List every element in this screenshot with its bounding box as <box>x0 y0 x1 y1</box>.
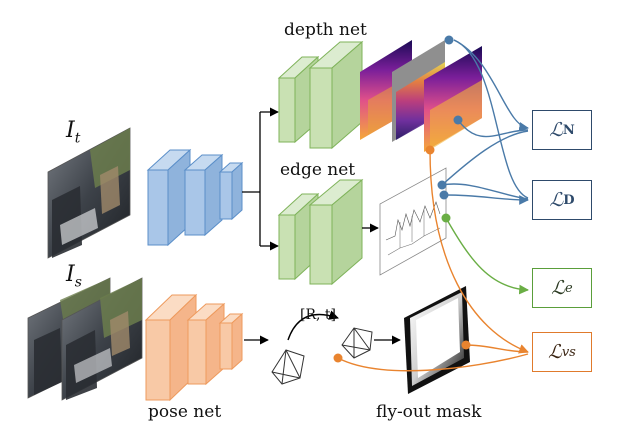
pose-net-label: pose net <box>148 402 222 422</box>
node-blue-1 <box>444 35 454 45</box>
node-blue-2 <box>453 115 463 125</box>
split-arrows <box>242 107 279 251</box>
loss-normal-sub: N <box>562 122 575 138</box>
node-blue-4 <box>439 190 449 200</box>
connections-orange <box>337 149 529 372</box>
pose-net <box>144 293 244 402</box>
node-orange-2 <box>461 340 471 350</box>
loss-edge-sub: e <box>564 280 573 296</box>
connection-green <box>445 217 529 295</box>
camera-frustum-right <box>341 327 373 359</box>
loss-normal-symbol: ℒ <box>549 119 563 141</box>
input-target-symbol: I <box>66 118 75 143</box>
loss-view-synthesis-symbol: ℒ <box>548 341 562 363</box>
input-target-label: It <box>66 118 80 146</box>
input-source-sub: s <box>74 274 82 291</box>
fly-out-mask <box>404 286 470 394</box>
input-image-target <box>47 127 131 259</box>
depth-maps <box>360 40 482 152</box>
camera-frustum-left <box>271 349 305 385</box>
encoder-blue <box>146 148 244 247</box>
input-target-sub: t <box>74 130 81 147</box>
node-orange-3 <box>333 353 343 363</box>
transform-arrow <box>287 310 339 341</box>
depth-net <box>277 40 364 150</box>
loss-view-synthesis-sub: vs <box>561 344 576 360</box>
node-green <box>441 213 451 223</box>
depth-net-label: depth net <box>284 20 367 40</box>
connections-blue <box>441 39 529 205</box>
input-source-symbol: I <box>66 262 75 287</box>
rt-label: [R, t] <box>300 307 336 323</box>
loss-edge-symbol: ℒ <box>551 277 565 299</box>
edge-net <box>277 178 364 286</box>
edge-net-label: edge net <box>280 160 356 180</box>
loss-depth-sub: D <box>563 192 575 208</box>
input-image-source <box>27 277 143 401</box>
edge-map <box>379 167 447 276</box>
node-orange-1 <box>425 145 435 155</box>
node-blue-3 <box>437 180 447 190</box>
input-source-label: Is <box>66 262 82 290</box>
fly-out-mask-label: fly-out mask <box>376 402 482 422</box>
loss-depth-symbol: ℒ <box>549 189 564 211</box>
